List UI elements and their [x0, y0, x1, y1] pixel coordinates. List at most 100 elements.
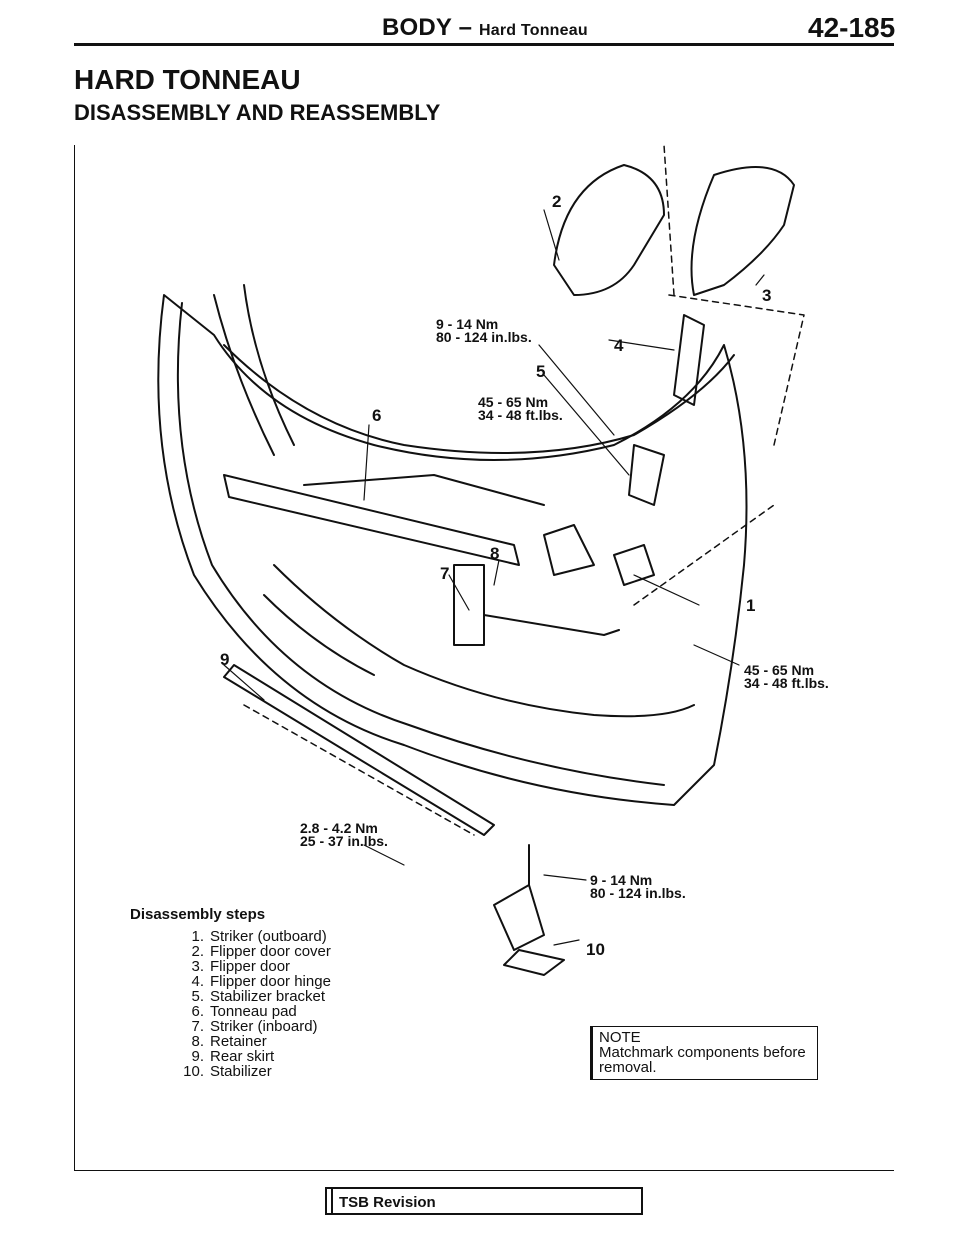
leader-7 [448, 574, 470, 611]
callout-8: 8 [490, 544, 500, 563]
torque-alt: 25 - 37 in.lbs. [300, 833, 388, 849]
step-number: 6. [191, 1003, 204, 1020]
step-number: 8. [191, 1033, 204, 1050]
tsb-revision-label: TSB Revision [339, 1194, 436, 1211]
page-header: BODY – Hard Tonneau [382, 14, 588, 42]
step-item: 6. Tonneau pad [178, 1004, 331, 1019]
torque-alt: 34 - 48 ft.lbs. [478, 407, 563, 423]
step-item: 7. Striker (inboard) [178, 1019, 331, 1034]
step-number: 10. [183, 1063, 204, 1080]
header-rule [74, 43, 894, 46]
inner-floor-ridge [263, 594, 375, 676]
step-number: 5. [191, 988, 204, 1005]
step-number: 3. [191, 958, 204, 975]
assembly-line [663, 145, 675, 296]
step-item: 4. Flipper door hinge [178, 973, 331, 990]
steps-list: 1. Striker (outboard) 2. Flipper door cove… [178, 929, 331, 1079]
leader-1 [633, 574, 700, 606]
step-text: Striker (outboard) [210, 928, 327, 945]
step-number: 7. [191, 1018, 204, 1035]
step-item: 3. Flipper door [178, 959, 331, 974]
assembly-line [243, 704, 475, 836]
stabilizer-10-base [503, 949, 565, 976]
torque-alt: 80 - 124 in.lbs. [436, 329, 532, 345]
step-number: 2. [191, 943, 204, 960]
leader-4 [608, 339, 675, 351]
tonneau-rim [223, 344, 735, 454]
page-subtitle: DISASSEMBLY AND REASSEMBLY [74, 100, 441, 125]
tsb-box-divider [331, 1187, 333, 1215]
step-text: Rear skirt [210, 1048, 275, 1065]
retainer [543, 524, 595, 576]
note-heading: NOTE [599, 1029, 641, 1046]
header-section: BODY [382, 14, 452, 41]
leader-45nm-b [693, 644, 740, 666]
step-text: Retainer [210, 1033, 267, 1050]
flipper-door-hinge [673, 314, 705, 406]
leader-8 [493, 559, 500, 586]
torque-nm: 45 - 65 Nm [744, 662, 815, 678]
torque-nm: 9 - 14 Nm [590, 872, 653, 888]
callout-10: 10 [586, 940, 605, 959]
left-hinge-panel [213, 294, 275, 456]
step-item: 9. Rear skirt [178, 1049, 331, 1064]
frame-bottom-rule [74, 1170, 894, 1171]
inner-floor [273, 564, 695, 718]
callout-5: 5 [536, 362, 546, 381]
torque-nm: 45 - 65 Nm [478, 394, 549, 410]
stabilizer-10 [493, 884, 545, 951]
step-number: 9. [191, 1048, 204, 1065]
tonneau-inner-edge [176, 302, 665, 786]
torque-alt: 34 - 48 ft.lbs. [744, 675, 829, 691]
step-item: 2. Flipper door cover [178, 944, 331, 959]
step-number: 4. [191, 973, 204, 990]
callout-1: 1 [746, 596, 756, 615]
leader-2 [543, 209, 560, 261]
tsb-revision-box: TSB Revision [325, 1187, 643, 1215]
torque-nm: 9 - 14 Nm [436, 316, 499, 332]
step-item: 5. Stabilizer bracket [178, 989, 331, 1004]
leader-9nm [538, 344, 615, 436]
assembly-line [633, 504, 775, 606]
stabilizer-rod [483, 614, 620, 636]
step-text: Tonneau pad [210, 1003, 297, 1020]
leader-9 [223, 664, 265, 701]
exploded-diagram [157, 145, 805, 976]
flipper-door [690, 166, 795, 296]
striker-outboard [613, 544, 655, 586]
striker-inboard [453, 564, 485, 646]
step-text: Flipper door [210, 958, 291, 975]
step-item: 8. Retainer [178, 1034, 331, 1049]
leader-10 [553, 939, 580, 946]
note-text: Matchmark components before removal. [599, 1044, 806, 1076]
step-text: Flipper door cover [210, 943, 331, 960]
header-subsection: Hard Tonneau [479, 22, 588, 39]
step-text: Striker (inboard) [210, 1018, 318, 1035]
callout-9: 9 [220, 650, 230, 669]
tonneau-shell [157, 294, 748, 806]
stabilizer-bracket [628, 444, 665, 506]
step-item: 1. Striker (outboard) [178, 929, 331, 944]
leader-3 [755, 274, 765, 286]
frame-left-rule [74, 145, 75, 1170]
torque-nm: 2.8 - 4.2 Nm [300, 820, 378, 836]
page-number: 42-185 [808, 12, 896, 43]
rear-skirt [223, 664, 495, 836]
step-text: Flipper door hinge [210, 973, 331, 990]
leader-6 [363, 424, 370, 501]
note-box: NOTE Matchmark components before removal… [590, 1026, 818, 1080]
leader-9nm-b [543, 874, 587, 881]
callout-2: 2 [552, 192, 562, 211]
callout-7: 7 [440, 564, 450, 583]
callout-4: 4 [614, 336, 624, 355]
step-number: 1. [191, 928, 204, 945]
steps-title: Disassembly steps [130, 906, 266, 923]
step-text: Stabilizer bracket [210, 988, 326, 1005]
page-title: HARD TONNEAU [74, 64, 301, 95]
leader-5 [543, 374, 630, 476]
flipper-door-cover [553, 164, 665, 296]
left-hinge-panel-edge [243, 284, 295, 446]
